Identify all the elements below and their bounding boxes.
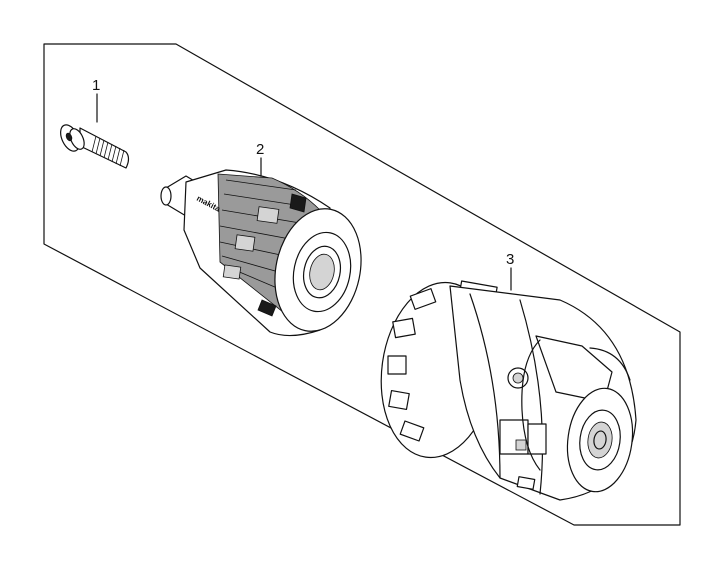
gear-assembly-icon [380, 280, 637, 501]
callout-2: 2 [256, 141, 264, 177]
part-1-screw[interactable] [57, 122, 130, 169]
diagram-frame [43, 43, 681, 526]
callout-1-label: 1 [92, 77, 100, 94]
callout-3: 3 [506, 251, 514, 291]
callout-3-label: 3 [506, 251, 514, 268]
drill-chuck-icon: makita [160, 169, 362, 337]
screw-icon [60, 124, 130, 169]
part-3-gear-assembly[interactable] [370, 275, 639, 501]
callout-1: 1 [92, 77, 100, 123]
part-2-chuck[interactable]: makita [160, 169, 372, 339]
callout-2-label: 2 [256, 141, 264, 158]
